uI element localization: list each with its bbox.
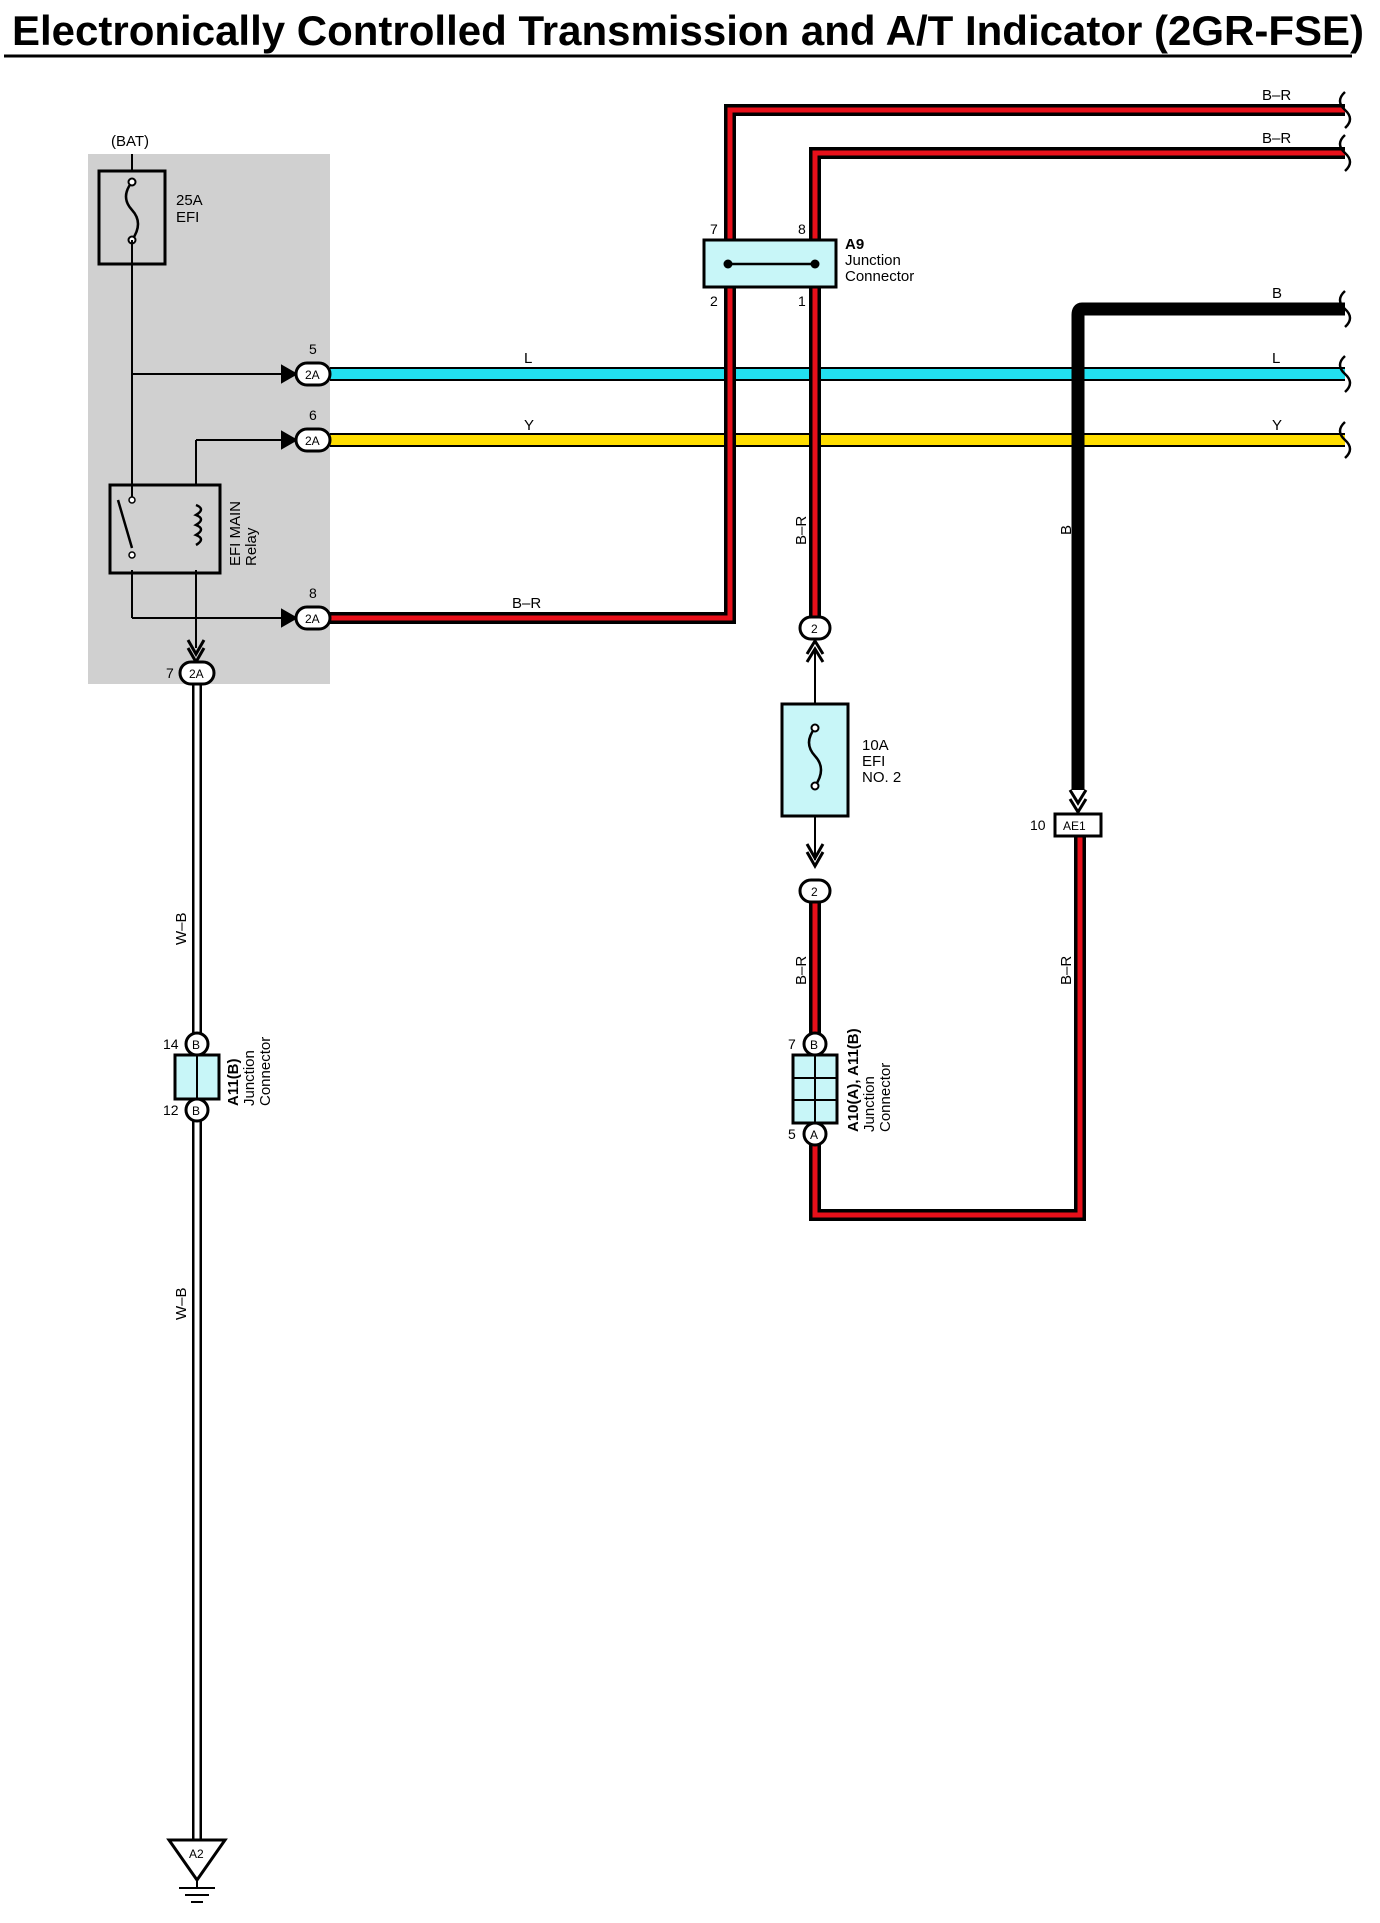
svg-text:A: A bbox=[810, 1128, 818, 1142]
svg-text:2: 2 bbox=[811, 885, 818, 899]
svg-text:B: B bbox=[192, 1104, 200, 1118]
wire-br-1 bbox=[330, 104, 1345, 624]
a10-pin-7: 7 bbox=[788, 1036, 796, 1052]
connector-2a-pin6: 2A bbox=[294, 427, 332, 453]
a9-pin-8: 8 bbox=[798, 221, 806, 237]
connector-2-bottom: 2 bbox=[798, 878, 832, 904]
svg-text:B: B bbox=[810, 1038, 818, 1052]
a9-pin-2: 2 bbox=[710, 293, 718, 309]
wire-label-b-vertical: B bbox=[1058, 525, 1075, 535]
a11-line2: Connector bbox=[257, 1037, 274, 1106]
a9-line2: Connector bbox=[845, 268, 914, 285]
wire-br-2 bbox=[809, 147, 1345, 630]
svg-text:2A: 2A bbox=[305, 368, 320, 382]
connector-2a-pin8: 2A bbox=[294, 605, 332, 631]
wire-label-br-bottom: B–R bbox=[512, 595, 541, 612]
a9-pin-1: 1 bbox=[798, 293, 806, 309]
ground-a2 bbox=[166, 1838, 228, 1903]
connector-2a-pin5: 2A bbox=[294, 361, 332, 387]
a10-id: A10(A), A11(B) bbox=[845, 1028, 862, 1132]
wire-b bbox=[1071, 302, 1345, 790]
relay-word: Relay bbox=[243, 527, 260, 566]
connector-2a-pin7: 2A bbox=[178, 660, 216, 686]
relay-block-area bbox=[88, 154, 330, 684]
junction-a9 bbox=[702, 238, 838, 289]
connector-2-top: 2 bbox=[798, 615, 832, 641]
wire-label-wb-1: W–B bbox=[173, 912, 190, 945]
wire-label-br-top2: B–R bbox=[1262, 130, 1291, 147]
relay-name: EFI MAIN bbox=[227, 501, 244, 566]
pin-6-label: 6 bbox=[309, 407, 317, 423]
pin-7-label: 7 bbox=[166, 665, 174, 681]
svg-text:2A: 2A bbox=[305, 434, 320, 448]
ground-a2-id: A2 bbox=[189, 1847, 204, 1861]
svg-text:2A: 2A bbox=[305, 612, 320, 626]
wire-label-y: Y bbox=[524, 417, 534, 434]
ae1-pin-10: 10 bbox=[1030, 817, 1046, 833]
a9-line1: Junction bbox=[845, 252, 901, 269]
pin-5-label: 5 bbox=[309, 341, 317, 357]
wire-label-l-right: L bbox=[1272, 350, 1280, 367]
svg-text:2: 2 bbox=[811, 622, 818, 636]
wire-label-br-top1: B–R bbox=[1262, 87, 1291, 104]
fuse-10a-efi-no2 bbox=[780, 702, 850, 818]
a11-pin-12: 12 bbox=[163, 1102, 179, 1118]
bat-label: (BAT) bbox=[111, 133, 149, 150]
a11-line1: Junction bbox=[241, 1050, 258, 1106]
fuse-25a-rating: 25A bbox=[176, 192, 203, 209]
svg-text:AE1: AE1 bbox=[1063, 819, 1086, 833]
svg-text:B: B bbox=[192, 1038, 200, 1052]
fuse-10a-name: EFI bbox=[862, 753, 885, 770]
fuse-25a-name: EFI bbox=[176, 209, 199, 226]
wire-label-br-vertical3: B–R bbox=[1058, 956, 1075, 985]
efi-main-relay bbox=[108, 483, 222, 575]
wire-end-breaks bbox=[1338, 91, 1352, 459]
wire-label-wb-2: W–B bbox=[173, 1287, 190, 1320]
wire-label-l: L bbox=[524, 350, 532, 367]
fuse-10a-name2: NO. 2 bbox=[862, 769, 901, 786]
fuse-10a-rating: 10A bbox=[862, 737, 889, 754]
wire-br-4 bbox=[809, 835, 1086, 1221]
connector-ae1: AE1 bbox=[1053, 789, 1103, 838]
a10-line2: Connector bbox=[877, 1063, 894, 1132]
a10-line1: Junction bbox=[861, 1076, 878, 1132]
wire-label-y-right: Y bbox=[1272, 417, 1282, 434]
a11-id: A11(B) bbox=[225, 1058, 242, 1106]
a10-pin-5: 5 bbox=[788, 1126, 796, 1142]
fuse-efi2-wiring bbox=[805, 638, 825, 870]
junction-a10: B A bbox=[791, 1031, 839, 1147]
a11-pin-14: 14 bbox=[163, 1036, 179, 1052]
a9-id: A9 bbox=[845, 236, 864, 253]
wire-label-br-vertical1: B–R bbox=[793, 516, 810, 545]
wire-label-br-vertical2: B–R bbox=[793, 956, 810, 985]
page-title: Electronically Controlled Transmission a… bbox=[12, 7, 1364, 54]
relay-internal-wiring bbox=[131, 240, 299, 666]
pin-8-label: 8 bbox=[309, 585, 317, 601]
a9-pin-7: 7 bbox=[710, 221, 718, 237]
wire-label-b-right: B bbox=[1272, 285, 1282, 302]
junction-a11: B B bbox=[173, 1031, 221, 1123]
svg-text:2A: 2A bbox=[189, 667, 204, 681]
